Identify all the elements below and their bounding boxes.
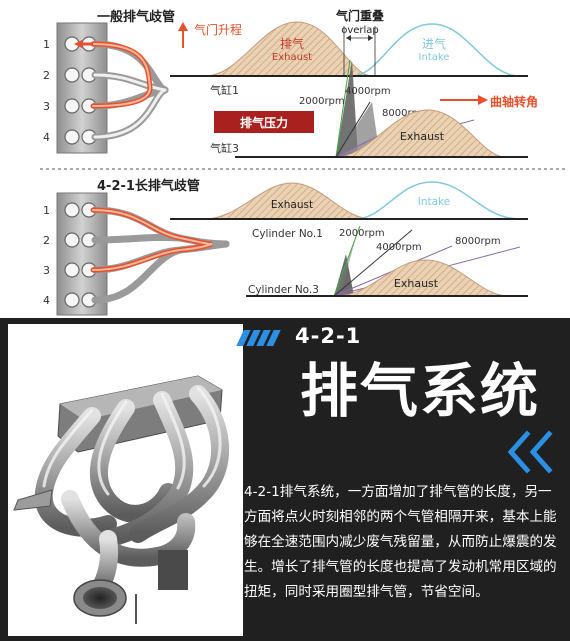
top-diagram: 1 2 3 4 一般排气歧管 气门升程 排气 Exhaust 进气 Intake…	[43, 8, 538, 158]
exhaust-timing-diagram: 1 2 3 4 一般排气歧管 气门升程 排气 Exhaust 进气 Intake…	[0, 0, 570, 318]
overlap-label-en: overlap	[341, 25, 379, 36]
exhaust-label-lower: Exhaust	[394, 277, 439, 290]
bottom-diagram-title: 4-2-1长排气歧管	[97, 178, 200, 194]
top-diagram-title: 一般排气歧管	[97, 9, 175, 25]
rpm-label: 4000rpm	[345, 86, 391, 97]
cylinder3-label: 气缸3	[210, 141, 239, 155]
rpm-label: 8000rpm	[382, 108, 428, 119]
cylinder-number: 2	[43, 69, 50, 82]
up-arrow-icon	[178, 22, 188, 31]
bottom-diagram: 4-2-1长排气歧管 1 2 3 4 Exhaust Intake	[43, 178, 528, 316]
cylinder-number: 1	[43, 204, 50, 217]
accent-stripes	[236, 330, 288, 346]
exhaust-flow-highlight-bottom	[90, 207, 213, 273]
right-arrow-icon	[478, 95, 488, 105]
intake-label-en: Intake	[419, 52, 450, 63]
info-panel: 4-2-1 排气系统 4-2-1排气系统，一方面增加了排气管的长度，另一方面将点…	[0, 318, 570, 641]
cylinder-number: 4	[43, 131, 50, 144]
rpm-label: 8000rpm	[455, 236, 501, 247]
description-text: 4-2-1排气系统，一方面增加了排气管的长度，另一方面将点火时刻相邻的两个气管相…	[244, 484, 557, 600]
cylinder-number: 2	[43, 234, 50, 247]
exhaust-flow-highlight-top	[90, 41, 153, 109]
crank-angle-label: 曲轴转角	[490, 94, 538, 109]
cylinder-number: 4	[43, 294, 50, 307]
cylinder-number: 1	[43, 38, 50, 51]
exhaust-curve-no1	[204, 182, 373, 220]
cylinder1-label: 气缸1	[210, 83, 239, 97]
intake-label: Intake	[418, 196, 450, 208]
intake-label-cn: 进气	[422, 36, 446, 51]
rpm-label: 2000rpm	[299, 96, 345, 107]
intake-curve-cyl1	[351, 23, 521, 77]
cylinder-no3-label: Cylinder No.3	[248, 284, 319, 296]
rpm-label: 2000rpm	[339, 228, 385, 239]
valve-lift-label: 气门升程	[194, 22, 242, 37]
cylinder-number: 3	[43, 100, 50, 113]
exhaust-curve-no3	[334, 259, 509, 297]
exhaust-label-lower: Exhaust	[400, 130, 445, 143]
exhaust-label-cn: 排气	[280, 36, 304, 51]
exhaust-manifold-photo	[8, 324, 243, 636]
intake-curve-no1	[354, 181, 521, 220]
exhaust-pressure-label: 排气压力	[240, 115, 288, 130]
exhaust-label-upper: Exhaust	[271, 199, 313, 211]
cylinder-number: 3	[43, 264, 50, 277]
cylinder-no1-label: Cylinder No.1	[252, 228, 323, 240]
cylinder-ports-bottom	[64, 202, 97, 308]
cylinder-ports-top	[64, 36, 97, 145]
double-chevron-left-icon	[507, 430, 553, 474]
main-heading: 排气系统	[300, 357, 541, 425]
exhaust-curve-cyl3	[334, 109, 506, 158]
exhaust-label-en: Exhaust	[272, 52, 312, 63]
sub-heading: 4-2-1	[295, 324, 362, 348]
overlap-label-cn: 气门重叠	[335, 8, 384, 23]
rpm-label: 4000rpm	[376, 242, 422, 253]
exhaust-curve-cyl1	[204, 21, 373, 77]
exhaust-pressure-box	[214, 111, 314, 133]
